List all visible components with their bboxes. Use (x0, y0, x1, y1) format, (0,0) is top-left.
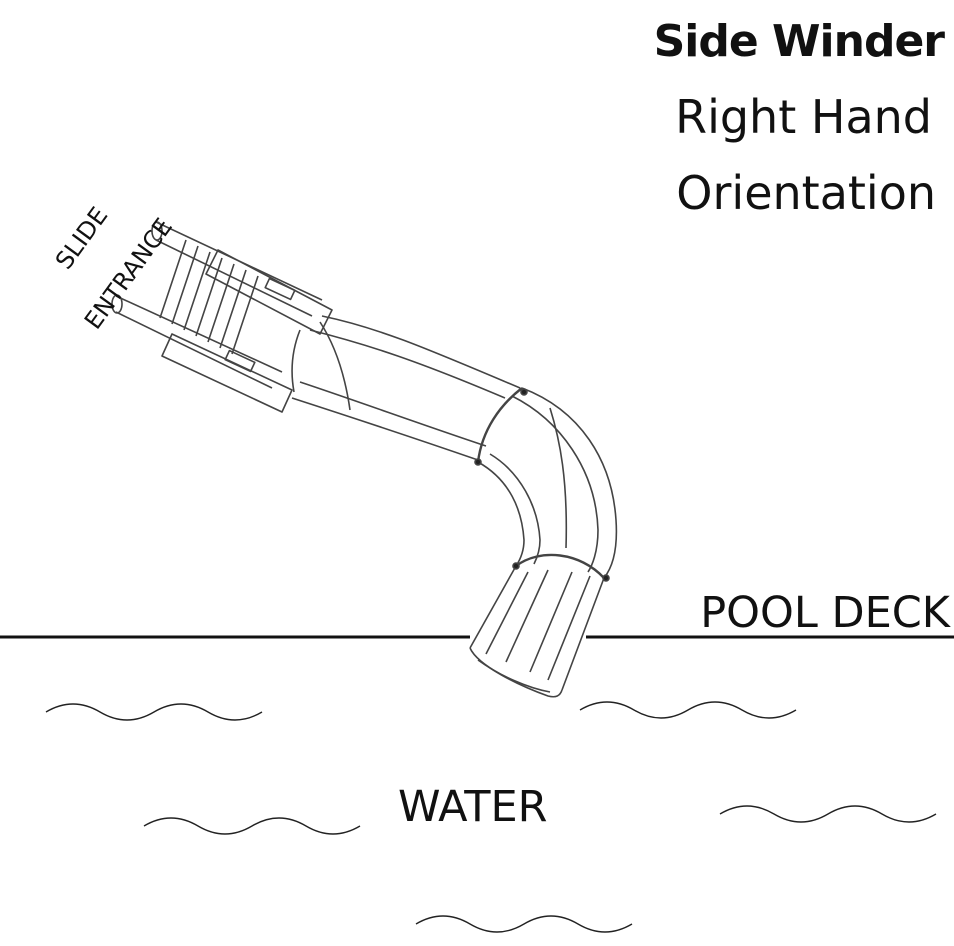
water-wave-icon (719, 805, 937, 823)
diagram-title: Side Winder (653, 16, 945, 67)
water-wave-icon (143, 817, 361, 835)
pool-deck-label: POOL DECK (700, 588, 950, 638)
water-wave-icon (415, 915, 633, 933)
orientation-line-2: Orientation (676, 166, 936, 220)
slide-drawing (111, 221, 618, 698)
orientation-line-1: Right Hand (675, 90, 932, 144)
water-wave-icon (45, 703, 263, 721)
water-label: WATER (398, 782, 548, 832)
water-wave-icon (579, 701, 797, 719)
